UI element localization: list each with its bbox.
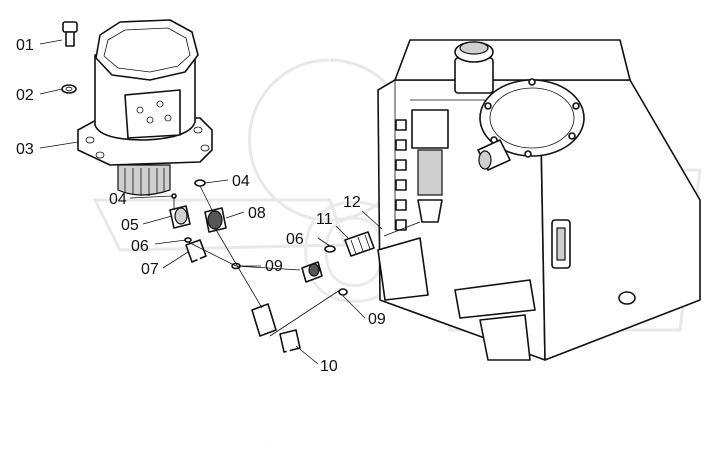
o-ring-04-lower <box>171 193 177 199</box>
mounting-brackets <box>377 237 536 361</box>
breather-cap <box>454 41 494 94</box>
washer-02 <box>61 84 77 94</box>
callout-03: 03 <box>16 141 34 158</box>
sight-gauge <box>551 219 571 269</box>
drain-plug <box>618 291 636 305</box>
callout-01: 01 <box>16 37 34 54</box>
callout-labels: 01 02 03 04 04 05 06 06 07 08 09 09 10 1… <box>16 37 386 375</box>
o-ring-09-lower <box>338 288 348 296</box>
filter-assembly <box>411 109 449 223</box>
callout-08: 08 <box>248 205 266 222</box>
callout-12: 12 <box>343 194 361 211</box>
callout-09-upper: 09 <box>265 258 283 275</box>
callout-07: 07 <box>141 261 159 278</box>
swing-motor <box>77 19 213 196</box>
return-port <box>477 139 511 171</box>
callout-10: 10 <box>320 358 338 375</box>
bolt-01 <box>62 21 78 47</box>
leader-lines <box>39 39 421 365</box>
callout-02: 02 <box>16 87 34 104</box>
callout-06-right: 06 <box>286 231 304 248</box>
adapter-11 <box>344 231 375 257</box>
fitting-08 <box>204 207 227 233</box>
callout-09-lower: 09 <box>368 311 386 328</box>
hydraulic-tank <box>377 39 701 361</box>
hose-07 <box>185 239 323 293</box>
o-ring-04-upper <box>194 179 206 187</box>
hose-10 <box>251 303 301 449</box>
tank-side-bolts <box>395 119 407 231</box>
callout-04-upper: 04 <box>232 173 250 190</box>
fitting-05 <box>169 205 191 229</box>
callout-04-lower: 04 <box>109 191 127 208</box>
o-ring-06-right <box>324 245 336 253</box>
callout-11: 11 <box>316 211 333 228</box>
callout-06-left: 06 <box>131 238 149 255</box>
tank-cover <box>479 78 585 158</box>
callout-05: 05 <box>121 217 139 234</box>
